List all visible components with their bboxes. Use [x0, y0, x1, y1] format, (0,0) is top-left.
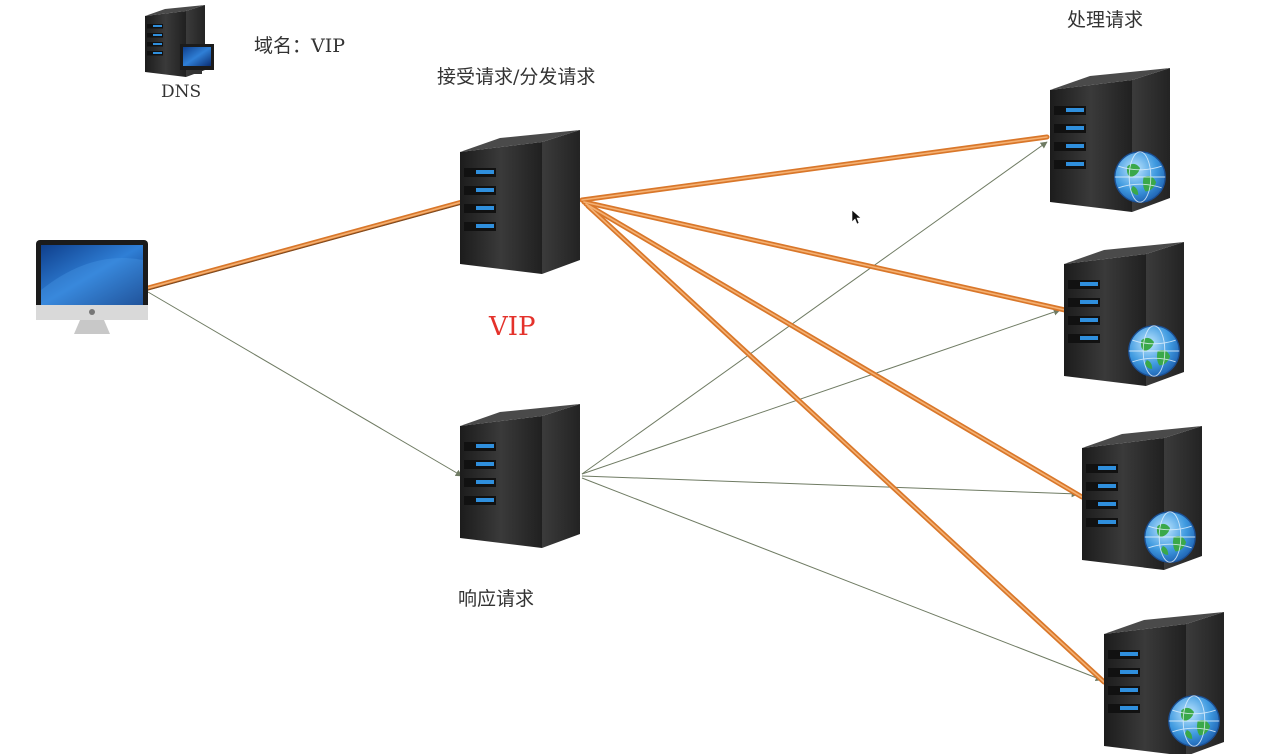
globe-icon — [1144, 511, 1196, 563]
domain-label: 域名：VIP — [254, 35, 346, 57]
globe-icon — [1168, 695, 1220, 747]
real-server-2 — [1064, 242, 1184, 386]
dns-server-icon — [145, 5, 214, 77]
real-server-3 — [1082, 426, 1202, 570]
accept-distribute-label: 接受请求/分发请求 — [437, 66, 596, 88]
dns-label: DNS — [161, 82, 202, 102]
backup-to-server-3-line — [581, 475, 1079, 498]
globe-icon — [1128, 325, 1180, 377]
globe-icon — [1114, 151, 1166, 203]
backup-to-server-4-line — [581, 477, 1103, 681]
real-server-4 — [1104, 612, 1224, 754]
desktop-computer-icon — [36, 240, 148, 334]
respond-request-label: 响应请求 — [458, 588, 535, 610]
mouse-cursor-icon — [851, 209, 862, 225]
response-lines — [147, 141, 1103, 681]
backup-to-server-2-line — [581, 308, 1061, 475]
load-balancer-server-icon — [460, 130, 580, 274]
request-lines — [145, 134, 1107, 685]
vip-label: VIP — [489, 312, 536, 342]
backup-server-icon — [460, 404, 580, 548]
client-to-backup-line — [147, 291, 463, 477]
real-server-1 — [1050, 68, 1170, 212]
process-request-label: 处理请求 — [1067, 9, 1144, 31]
dns-monitor-icon — [180, 44, 214, 74]
backup-to-server-1-line — [581, 141, 1048, 475]
